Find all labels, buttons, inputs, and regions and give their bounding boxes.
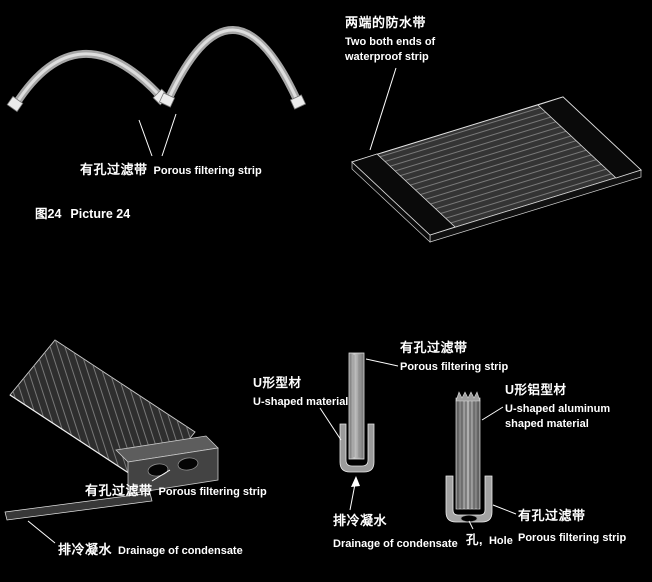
drain-arrow-line bbox=[349, 483, 356, 511]
caption-picture-24: 图24 Picture 24 bbox=[35, 203, 130, 223]
strip-jagged-top bbox=[455, 391, 481, 402]
pointer-line bbox=[481, 406, 504, 421]
arc-end-cap bbox=[289, 94, 307, 110]
ribbed-strip-ribs bbox=[456, 398, 480, 509]
caption-zh: 图24 bbox=[35, 207, 62, 221]
figure-u-section-right bbox=[445, 391, 517, 530]
bottom-hole bbox=[460, 514, 478, 523]
arc-end-cap bbox=[6, 95, 24, 113]
panel-strip-section bbox=[348, 352, 365, 460]
pointer-line bbox=[468, 520, 474, 530]
label-en: Porous filtering strip bbox=[518, 532, 627, 544]
waterproof-band-left bbox=[351, 153, 456, 236]
waterproof-band-right bbox=[537, 96, 642, 179]
label-zh: 两端的防水带 bbox=[345, 15, 427, 30]
pointer-line bbox=[161, 113, 177, 157]
label-en: Porous filtering strip bbox=[153, 165, 262, 177]
label-hole: 孔, Hole bbox=[466, 529, 513, 549]
drain-hole bbox=[147, 463, 169, 477]
figure-panel-edge-3d bbox=[4, 339, 219, 544]
label-u-shaped-aluminum: U形铝型材 U-shaped aluminum shaped material bbox=[505, 379, 610, 431]
label-zh: 有孔过滤带 bbox=[80, 162, 148, 177]
label-en: Porous filtering strip bbox=[400, 361, 509, 373]
pointer-line bbox=[27, 520, 56, 544]
label-en: Porous filtering strip bbox=[158, 486, 267, 498]
pointer-line bbox=[492, 504, 517, 515]
drainage-strip-bar bbox=[4, 492, 153, 521]
label-zh: 孔, bbox=[466, 533, 483, 547]
caption-en: Picture 24 bbox=[70, 207, 131, 221]
label-drainage-bottom-left: 排冷凝水 Drainage of condensate bbox=[58, 539, 243, 559]
porous-strip-arc-right-highlight bbox=[166, 28, 300, 103]
porous-strip-arc-left-highlight bbox=[14, 52, 162, 105]
label-en-line1: Two both ends of bbox=[345, 36, 436, 48]
arc-end-cap bbox=[158, 92, 176, 108]
u-profile bbox=[339, 423, 375, 473]
label-zh: 排冷凝水 bbox=[333, 513, 388, 528]
label-porous-filtering-strip-bottom-right: 有孔过滤带 Porous filtering strip bbox=[518, 505, 626, 545]
drain-hole bbox=[177, 457, 199, 471]
pointer-line bbox=[319, 407, 342, 441]
figure-waterproof-panel bbox=[351, 67, 642, 243]
label-u-shaped-material: U形型材 U-shaped material bbox=[253, 372, 348, 409]
porous-strip-arc-left bbox=[12, 49, 163, 107]
pointer-line bbox=[365, 358, 399, 367]
label-en-line2: waterproof strip bbox=[345, 51, 429, 63]
label-zh: 排冷凝水 bbox=[58, 542, 113, 557]
label-zh: 有孔过滤带 bbox=[518, 508, 586, 523]
pointer-line bbox=[151, 469, 171, 482]
label-en-line2: shaped material bbox=[505, 418, 589, 430]
label-drainage-middle: 排冷凝水 Drainage of condensate bbox=[333, 510, 458, 551]
label-en: Hole bbox=[488, 535, 513, 547]
label-en: Drainage of condensate bbox=[118, 545, 243, 557]
pointer-line bbox=[138, 119, 153, 157]
u-aluminum-profile bbox=[445, 475, 493, 523]
label-en: Drainage of condensate bbox=[333, 538, 458, 550]
label-porous-filtering-strip-top: 有孔过滤带 Porous filtering strip bbox=[80, 159, 262, 179]
label-porous-filtering-strip-middle: 有孔过滤带 Porous filtering strip bbox=[400, 337, 508, 374]
panel-bright-edge bbox=[9, 394, 151, 488]
label-zh: U形型材 bbox=[253, 376, 302, 390]
label-zh: 有孔过滤带 bbox=[400, 340, 468, 355]
label-porous-filtering-strip-bottom-left: 有孔过滤带 Porous filtering strip bbox=[85, 480, 267, 500]
label-zh: 有孔过滤带 bbox=[85, 483, 153, 498]
label-waterproof-strip: 两端的防水带 Two both ends of waterproof strip bbox=[345, 12, 435, 65]
drain-arrow-head bbox=[351, 476, 360, 487]
label-en-line1: U-shaped aluminum bbox=[505, 403, 611, 415]
label-en: U-shaped material bbox=[253, 396, 349, 408]
figure-porous-strip-arcs bbox=[6, 26, 307, 157]
label-zh: U形铝型材 bbox=[505, 383, 567, 397]
pointer-line bbox=[369, 67, 397, 151]
figure-u-section-middle bbox=[319, 352, 399, 511]
